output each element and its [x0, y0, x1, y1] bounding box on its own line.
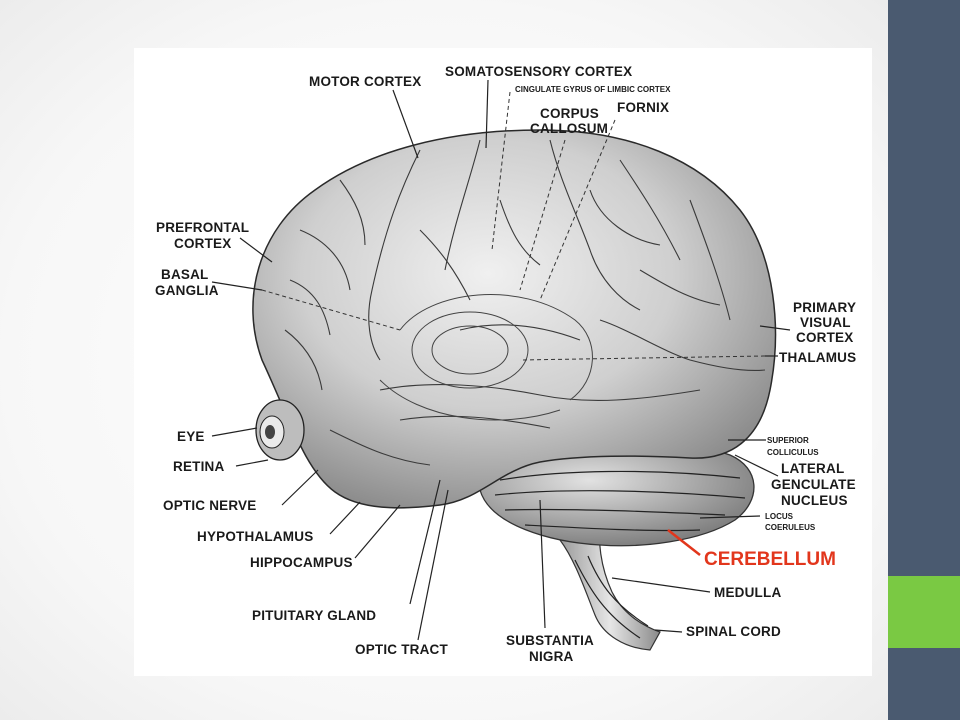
label-basal-ganglia-line1: BASAL [161, 267, 209, 282]
cb-fold-2 [494, 490, 746, 499]
label-basal-ganglia-line2: GANGLIA [155, 283, 219, 298]
label-optic-nerve: OPTIC NERVE [163, 498, 256, 513]
label-primary-visual-cortex-line2: VISUAL [800, 315, 851, 330]
label-spinal-cord: SPINAL CORD [686, 624, 781, 639]
label-superior-colliculus-line1: SUPERIOR [767, 436, 809, 445]
cerebrum-shape [252, 129, 777, 509]
label-fornix: FORNIX [617, 100, 669, 115]
eye-shape [255, 399, 305, 461]
label-superior-colliculus-line2: COLLICULUS [767, 448, 819, 457]
label-optic-tract: OPTIC TRACT [355, 642, 448, 657]
label-corpus-callosum-line2: CALLOSUM [530, 121, 608, 136]
stem-line-2 [587, 555, 649, 627]
label-pituitary-gland: PITUITARY GLAND [252, 608, 376, 623]
accent-block [888, 576, 960, 648]
label-retina: RETINA [173, 459, 224, 474]
brain-stem [559, 518, 661, 651]
label-corpus-callosum-line1: CORPUS [540, 106, 599, 121]
label-hypothalamus: HYPOTHALAMUS [197, 529, 313, 544]
gyri-lines [284, 139, 766, 466]
label-substantia-nigra-line2: NIGRA [529, 649, 574, 664]
label-hippocampus: HIPPOCAMPUS [250, 555, 353, 570]
label-primary-visual-cortex-line1: PRIMARY [793, 300, 856, 315]
label-prefrontal-cortex-line2: CORTEX [174, 236, 231, 251]
label-locus-coeruleus-line2: COERULEUS [765, 523, 816, 532]
label-substantia-nigra-line1: SUBSTANTIA [506, 633, 594, 648]
cb-fold-1 [499, 470, 741, 481]
label-medulla: MEDULLA [714, 585, 781, 600]
label-motor-cortex: MOTOR CORTEX [309, 74, 421, 89]
stem-line [574, 559, 641, 639]
label-eye: EYE [177, 429, 205, 444]
label-lateral-geniculate-line3: NUCLEUS [781, 493, 848, 508]
label-lateral-geniculate-line2: GENCULATE [771, 477, 856, 492]
label-prefrontal-cortex-line1: PREFRONTAL [156, 220, 249, 235]
label-locus-coeruleus-line1: LOCUS [765, 512, 794, 521]
label-cerebellum: CEREBELLUM [704, 549, 836, 570]
cb-fold-3 [504, 508, 726, 516]
label-somatosensory-cortex: SOMATOSENSORY CORTEX [445, 64, 632, 79]
label-cingulate-gyrus: CINGULATE GYRUS OF LIMBIC CORTEX [515, 85, 671, 94]
leader-lines [211, 79, 791, 641]
label-primary-visual-cortex-line3: CORTEX [796, 330, 853, 345]
limbic-structures [379, 294, 593, 421]
cb-fold-4 [524, 524, 701, 532]
label-thalamus: THALAMUS [779, 350, 856, 365]
label-lateral-geniculate-line1: LATERAL [781, 461, 844, 476]
